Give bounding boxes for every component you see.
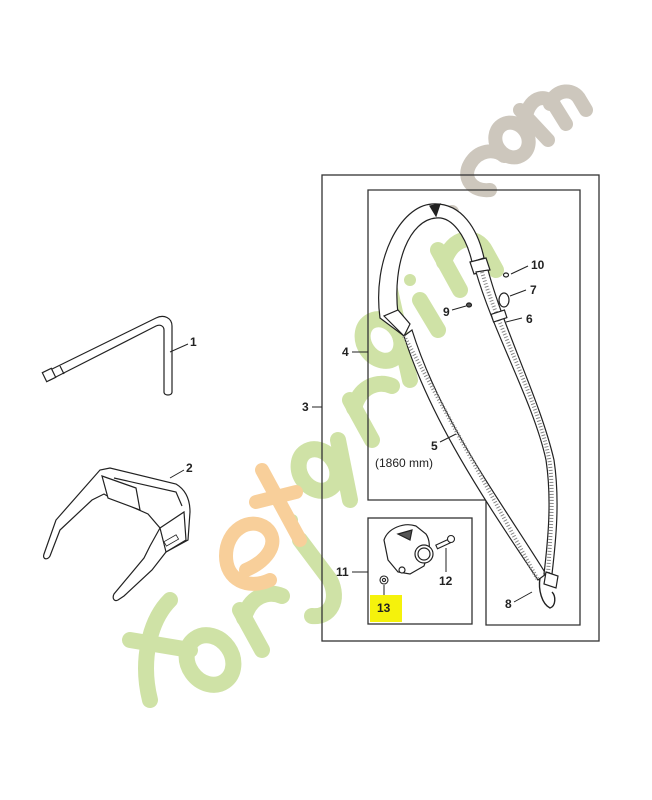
callout-3[interactable]: 3: [302, 400, 309, 414]
group-frame-11: [367, 517, 473, 625]
callout-1[interactable]: 1: [190, 335, 197, 349]
leader-line-1: [169, 343, 189, 353]
leader-line-10: [510, 265, 529, 275]
screw-drawing: [435, 534, 456, 550]
callout-2[interactable]: 2: [186, 461, 193, 475]
group-frame-4: [367, 189, 581, 626]
leader-line-6: [505, 317, 523, 323]
leader-line-8: [513, 591, 533, 603]
leader-line-7: [509, 289, 527, 297]
leader-line-9: [451, 305, 467, 311]
callout-6[interactable]: 6: [526, 312, 533, 326]
callout-12[interactable]: 12: [439, 574, 453, 588]
shoulder-strap-drawing: [378, 203, 559, 609]
carrying-ring-drawing: [383, 524, 434, 575]
callout-9[interactable]: 9: [443, 305, 450, 319]
highlight-part-13: [370, 595, 402, 622]
safety-glasses-drawing: [43, 467, 191, 602]
callout-10[interactable]: 10: [531, 258, 545, 272]
leader-line-2: [169, 469, 185, 479]
callout-8[interactable]: 8: [505, 597, 512, 611]
hex-key-drawing: [41, 315, 173, 396]
callout-11[interactable]: 11: [336, 565, 349, 579]
callout-5[interactable]: 5: [431, 439, 438, 453]
callout-7[interactable]: 7: [530, 283, 537, 297]
callout-4[interactable]: 4: [342, 345, 349, 359]
leader-line-5: [439, 433, 457, 443]
strap-length-note: (1860 mm): [375, 456, 434, 470]
group-frame-3: [321, 174, 600, 642]
callout-13[interactable]: 13: [377, 601, 391, 615]
nut-drawing: [379, 575, 389, 585]
